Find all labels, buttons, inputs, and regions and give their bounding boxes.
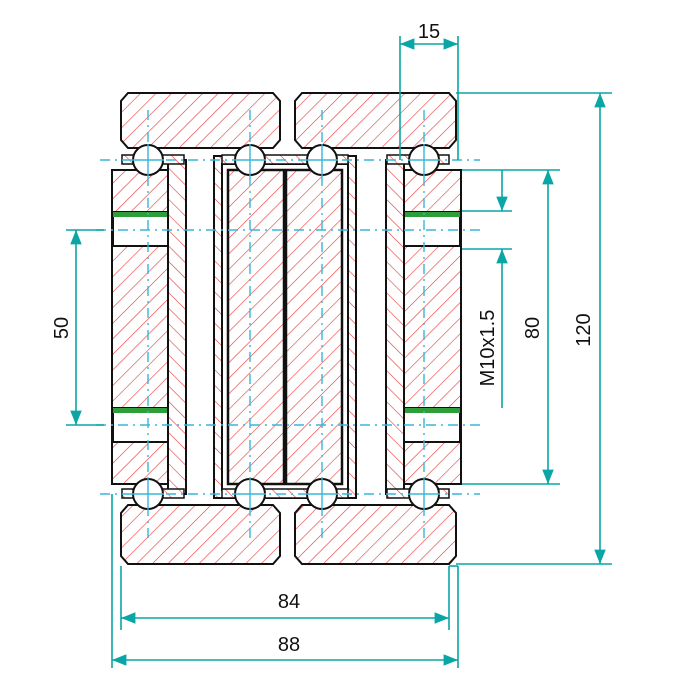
dim-15-label: 15 (418, 21, 440, 43)
dim-84-label: 84 (278, 591, 300, 613)
dim-thread-label: M10x1.5 (477, 310, 499, 387)
dim-50-label: 50 (51, 317, 73, 339)
seal-strip (113, 212, 179, 217)
lower-right-block (294, 504, 457, 565)
left-carriage (111, 159, 187, 495)
lower-left-block (120, 504, 281, 565)
dim-88-label: 88 (278, 634, 300, 656)
dim-80-label: 80 (522, 317, 544, 339)
dimension-lines (66, 36, 612, 668)
seal-strip (113, 408, 179, 413)
center-rail (213, 155, 357, 499)
dim-120-label: 120 (573, 313, 595, 346)
upper-right-block (294, 92, 457, 149)
upper-left-block (120, 92, 281, 149)
seal-strip (394, 408, 460, 413)
seal-strip (394, 212, 460, 217)
ball-crosshairs (132, 144, 440, 510)
dimension-arrows (70, 38, 606, 666)
